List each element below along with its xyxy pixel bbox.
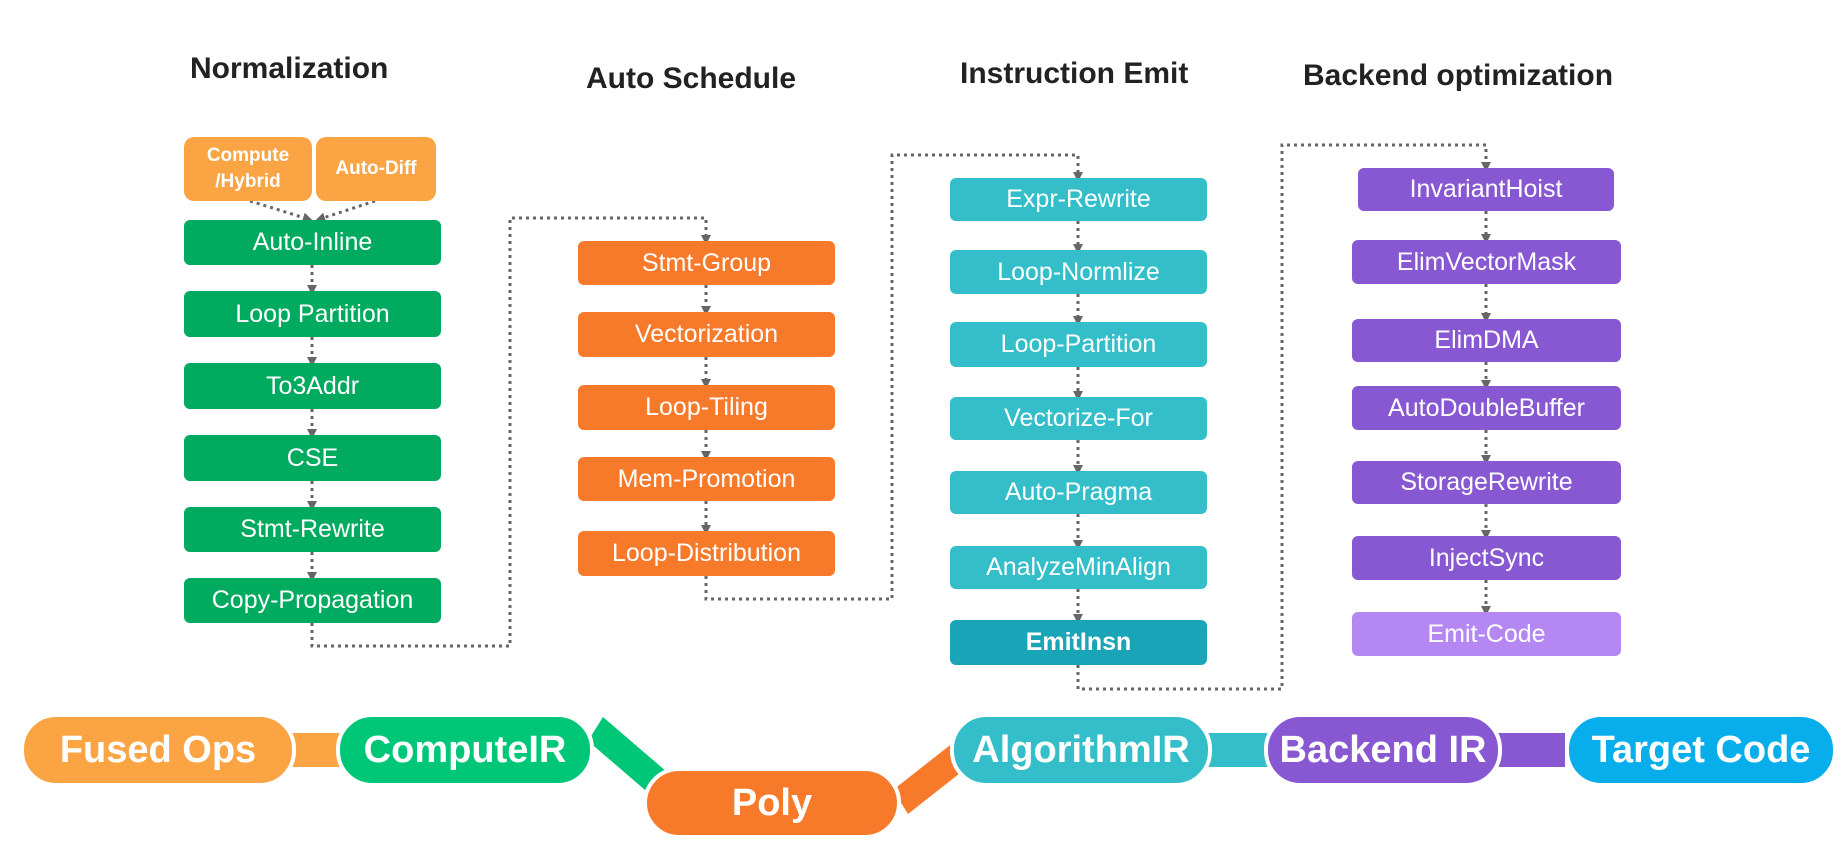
heading-auto-schedule: Auto Schedule [586, 62, 797, 95]
pass-to3addr: To3Addr [184, 363, 441, 409]
link-comp-poly [588, 717, 667, 796]
connector-autodiff-to-autoinline [315, 199, 376, 223]
pass-stmt-group: Stmt-Group [578, 241, 835, 285]
pass-invariant-hoist: InvariantHoist [1358, 168, 1614, 211]
pass-loop-distribution: Loop-Distribution [578, 531, 835, 576]
pass-loop-tiling: Loop-Tiling [578, 385, 835, 430]
pass-elim-dma: ElimDMA [1352, 319, 1621, 362]
pass-auto-inline: Auto-Inline [184, 220, 441, 265]
pass-loop-partition-emit: Loop-Partition [950, 322, 1207, 367]
pipeline-poly: Poly [643, 767, 901, 839]
connector-emit-to-backend [1076, 143, 1491, 691]
pass-cse: CSE [184, 435, 441, 481]
input-auto-diff-label: Auto-Diff [335, 158, 417, 179]
pass-vectorize-for: Vectorize-For [950, 397, 1207, 440]
pass-auto-double-buffer: AutoDoubleBuffer [1352, 386, 1621, 430]
heading-normalization: Normalization [190, 52, 389, 85]
input-compute-hybrid-label: Compute /Hybrid [206, 145, 290, 192]
pass-auto-pragma: Auto-Pragma [950, 471, 1207, 514]
pass-vectorization: Vectorization [578, 312, 835, 357]
pass-elim-vector-mask: ElimVectorMask [1352, 240, 1621, 284]
pass-copy-propagation: Copy-Propagation [184, 578, 441, 623]
pass-inject-sync: InjectSync [1352, 536, 1621, 580]
pass-emit-code: Emit-Code [1352, 612, 1621, 656]
pass-mem-promotion: Mem-Promotion [578, 457, 835, 501]
pass-loop-partition: Loop Partition [184, 291, 441, 337]
pass-analyze-min-align: AnalyzeMinAlign [950, 546, 1207, 589]
pipeline-compute-ir: ComputeIR [336, 713, 594, 787]
link-poly-algo [893, 742, 969, 814]
input-compute-hybrid: Compute /Hybrid [184, 137, 312, 201]
link-fused-comp [290, 733, 340, 767]
pipeline-target-code: Target Code [1565, 713, 1837, 787]
connector-compute-to-autoinline [249, 199, 313, 223]
heading-instruction-emit: Instruction Emit [960, 57, 1189, 90]
connector-norm-to-sched [310, 216, 711, 648]
input-auto-diff: Auto-Diff [316, 137, 436, 201]
pass-loop-normlize: Loop-Normlize [950, 250, 1207, 294]
pass-expr-rewrite: Expr-Rewrite [950, 178, 1207, 221]
pass-stmt-rewrite: Stmt-Rewrite [184, 507, 441, 552]
pass-emit-insn: EmitInsn [950, 620, 1207, 665]
pipeline-fused-ops: Fused Ops [20, 713, 296, 787]
connector-sched-to-emit [704, 153, 1083, 601]
link-algo-back [1205, 733, 1275, 767]
pipeline-algorithm-ir: AlgorithmIR [950, 713, 1212, 787]
pass-storage-rewrite: StorageRewrite [1352, 461, 1621, 504]
pipeline-backend-ir: Backend IR [1264, 713, 1502, 787]
link-back-target [1495, 733, 1565, 767]
heading-backend-optimization: Backend optimization [1303, 59, 1614, 92]
